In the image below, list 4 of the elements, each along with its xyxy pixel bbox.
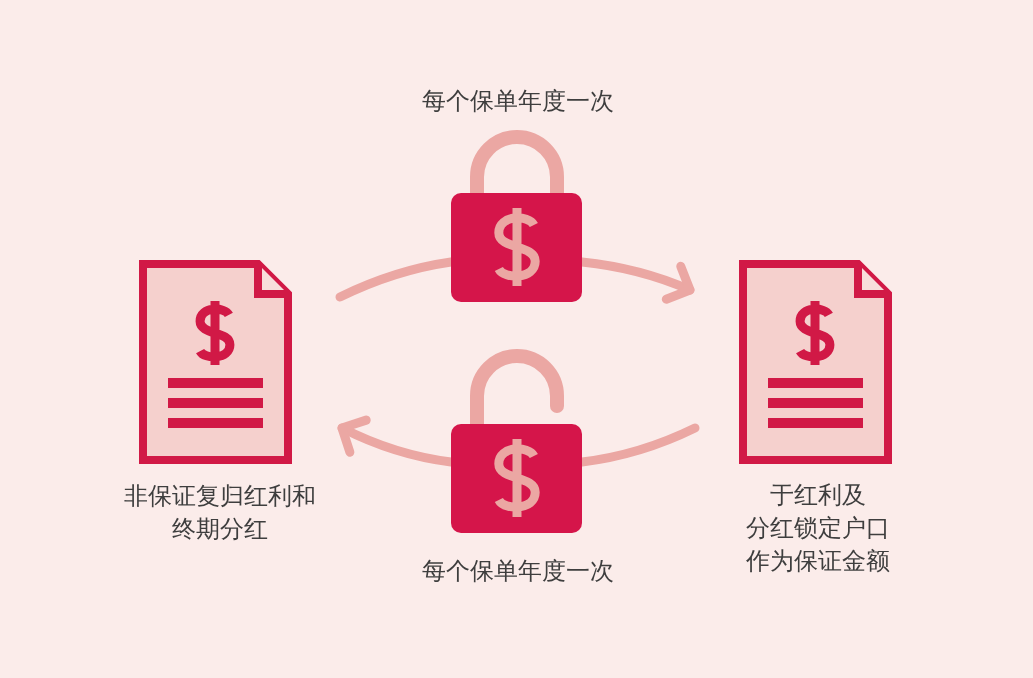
node-label: 每个保单年度一次 bbox=[420, 556, 615, 587]
node-label: 非保证复归红利和终期分红 bbox=[123, 481, 317, 545]
node-label: 每个保单年度一次 bbox=[420, 86, 615, 117]
node-label: 于红利及分红锁定户口作为保证金额 bbox=[744, 480, 891, 577]
